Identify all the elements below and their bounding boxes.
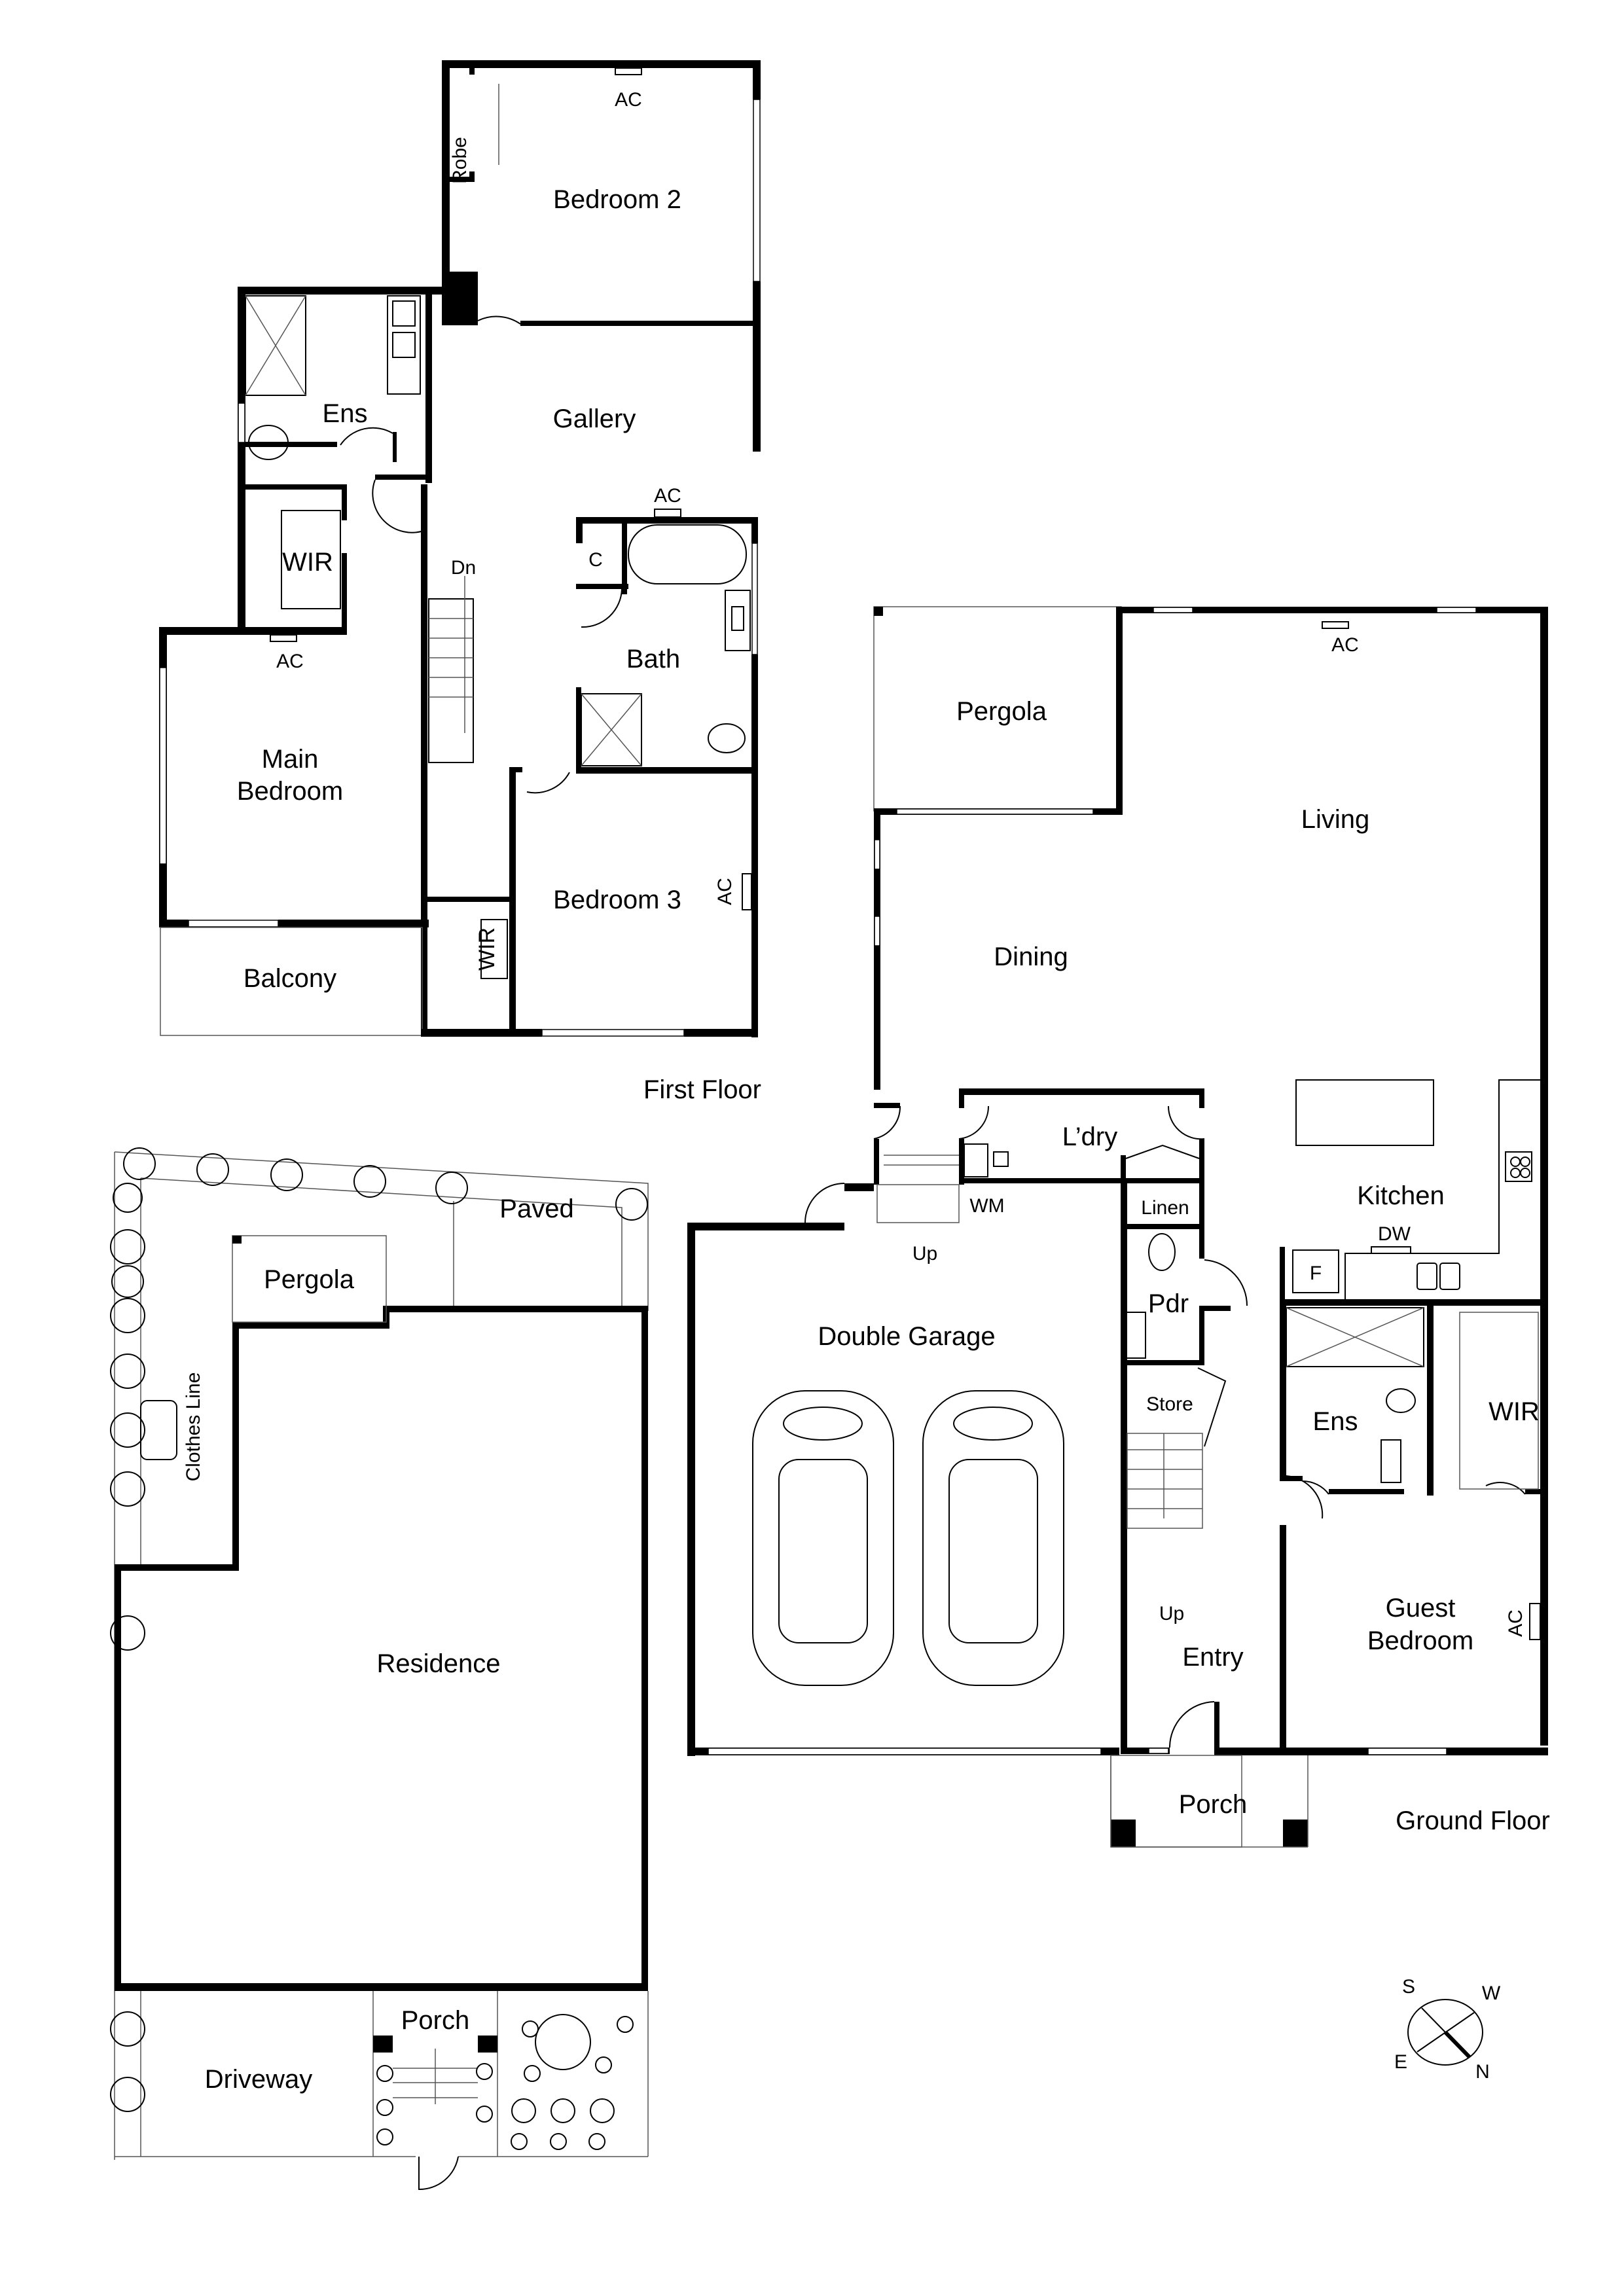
compass-icon (1407, 1999, 1483, 2066)
ac-label: AC (714, 878, 736, 905)
room-label-guest-bedroom-line2: Bedroom (1367, 1626, 1473, 1655)
room-label-balcony: Balcony (244, 964, 336, 993)
room-label-ens: Ens (323, 399, 368, 428)
stairs-up-label: Up (1159, 1603, 1184, 1624)
compass-label-s: S (1402, 1976, 1415, 1998)
room-label-bath: Bath (626, 645, 680, 673)
room-label-ens: Ens (1313, 1407, 1358, 1436)
ac-label: AC (1331, 634, 1359, 656)
room-label-dining: Dining (994, 942, 1068, 971)
room-label-guest-bedroom-line1: Guest (1386, 1594, 1456, 1623)
site-label-residence: Residence (376, 1649, 500, 1678)
site-label-pergola: Pergola (264, 1265, 355, 1294)
floor-title-first: First Floor (643, 1075, 761, 1104)
room-label-main-bedroom-line1: Main (262, 745, 319, 774)
room-label-wir: WIR (1489, 1397, 1540, 1426)
site-label-clothes-line: Clothes Line (183, 1372, 204, 1482)
washing-machine-label: WM (969, 1195, 1004, 1217)
car-icon (922, 1390, 1064, 1686)
room-label-pergola: Pergola (956, 697, 1047, 726)
room-label-entry: Entry (1182, 1643, 1243, 1672)
room-label-bedroom-3: Bedroom 3 (553, 886, 681, 914)
room-label-kitchen: Kitchen (1357, 1181, 1444, 1210)
ac-label: AC (276, 651, 304, 672)
room-label-double-garage: Double Garage (818, 1322, 995, 1351)
tree-icons (110, 1147, 648, 2150)
dishwasher-label: DW (1378, 1223, 1411, 1245)
room-label-main-bedroom-line2: Bedroom (237, 777, 343, 806)
car-icon (752, 1390, 894, 1686)
ac-label: AC (1505, 1609, 1526, 1637)
room-label-wir: WIR (282, 548, 333, 577)
compass-label-n: N (1475, 2061, 1490, 2083)
site-label-driveway: Driveway (205, 2065, 312, 2094)
fridge-label: F (1310, 1263, 1322, 1284)
room-label-porch: Porch (1179, 1790, 1248, 1819)
ac-label: AC (615, 89, 642, 111)
site-label-paved: Paved (499, 1194, 573, 1223)
cupboard-label: C (588, 549, 603, 571)
room-label-laundry: L’dry (1062, 1122, 1118, 1151)
ac-label: AC (654, 485, 681, 507)
stairs-up-label: Up (912, 1243, 937, 1265)
room-label-gallery: Gallery (553, 404, 636, 433)
room-label-store: Store (1146, 1393, 1193, 1415)
ground-floor-plan (687, 606, 1548, 1848)
room-label-living: Living (1301, 805, 1370, 834)
room-label-wir: WIR (475, 927, 499, 971)
compass-label-e: E (1394, 2051, 1407, 2073)
site-label-porch: Porch (401, 2006, 470, 2035)
stairs-down-label: Dn (451, 557, 476, 579)
floor-title-ground: Ground Floor (1396, 1806, 1550, 1835)
compass-label-w: W (1482, 1982, 1501, 2004)
room-label-bedroom-2: Bedroom 2 (553, 185, 681, 214)
room-label-powder: Pdr (1148, 1289, 1189, 1318)
room-label-robe: Robe (449, 137, 471, 184)
room-label-linen: Linen (1141, 1197, 1189, 1219)
first-floor-plan (159, 60, 761, 1037)
